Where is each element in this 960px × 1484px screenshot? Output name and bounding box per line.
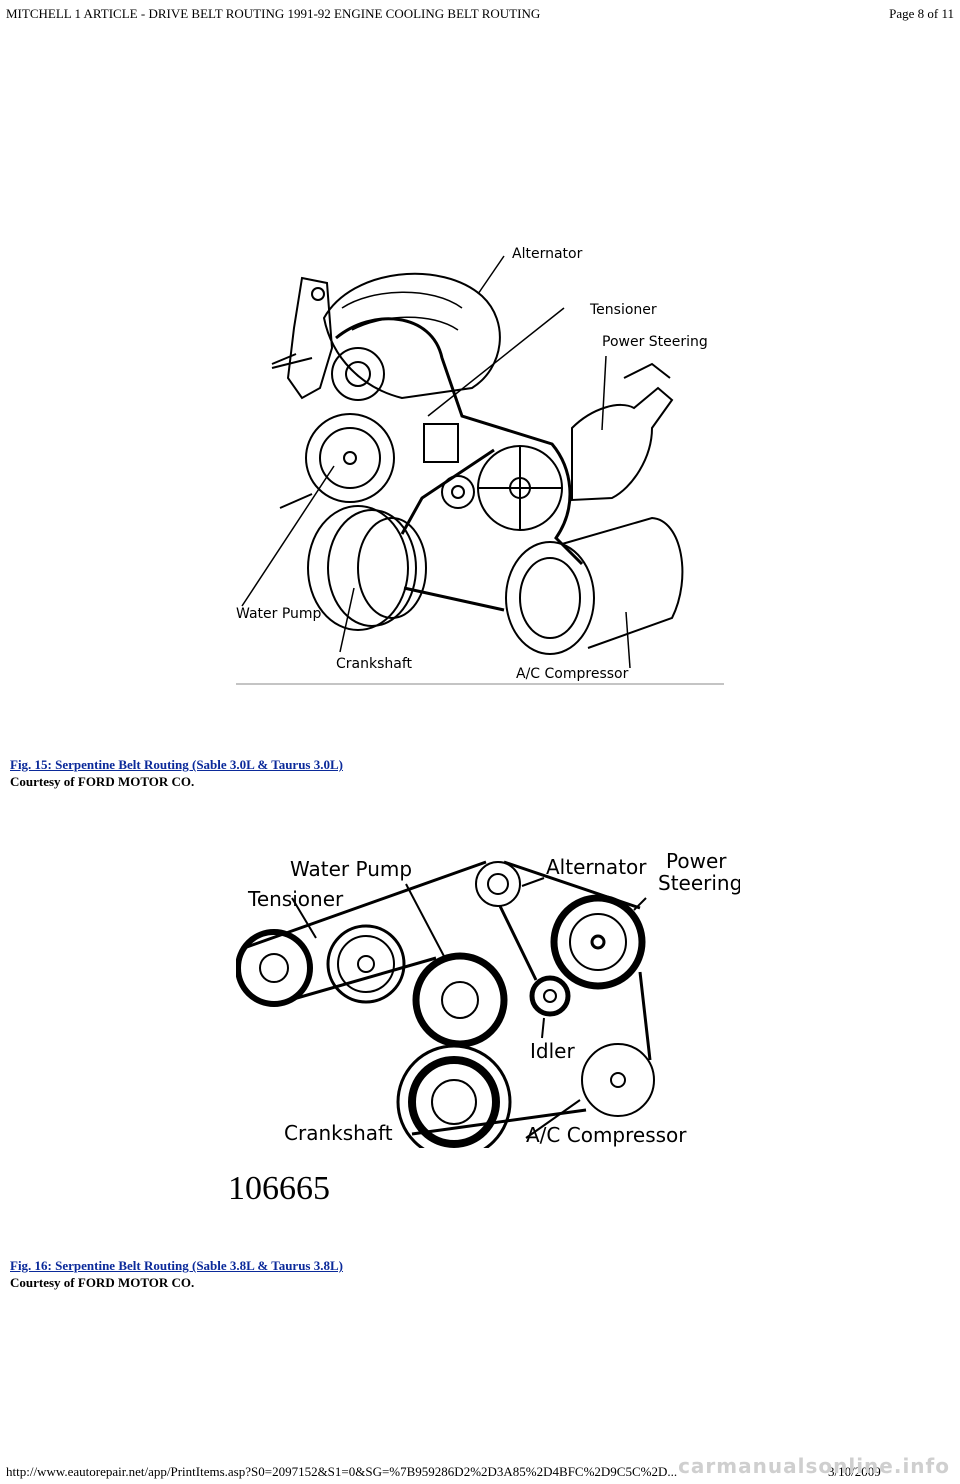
document-title: MITCHELL 1 ARTICLE - DRIVE BELT ROUTING … bbox=[6, 6, 541, 21]
label-tensioner: Tensioner bbox=[589, 302, 657, 318]
label-ac-compressor: A/C Compressor bbox=[516, 666, 629, 682]
figure-15-link[interactable]: Fig. 15: Serpentine Belt Routing (Sable … bbox=[10, 757, 343, 772]
figure-16-caption: Fig. 16: Serpentine Belt Routing (Sable … bbox=[10, 1258, 343, 1291]
label-water-pump: Water Pump bbox=[236, 606, 322, 622]
watermark: carmanualsonline.info bbox=[678, 1454, 950, 1478]
figure-number: 106665 bbox=[228, 1170, 330, 1207]
label-water-pump: Water Pump bbox=[290, 857, 412, 881]
figure-16-link[interactable]: Fig. 16: Serpentine Belt Routing (Sable … bbox=[10, 1258, 343, 1273]
label-crankshaft: Crankshaft bbox=[336, 656, 413, 672]
footer-date: 3/10/2009 bbox=[828, 1464, 881, 1479]
label-alternator: Alternator bbox=[512, 246, 583, 262]
figure-15-courtesy: Courtesy of FORD MOTOR CO. bbox=[10, 774, 195, 789]
label-idler: Idler bbox=[530, 1039, 575, 1063]
label-power: Power bbox=[666, 849, 727, 873]
figure-15-illustration: Alternator Tensioner Power Steering Wate… bbox=[232, 238, 728, 686]
figure-15-caption: Fig. 15: Serpentine Belt Routing (Sable … bbox=[10, 757, 343, 790]
label-steering: Steering bbox=[658, 871, 740, 895]
figure-16-illustration: Water Pump Alternator Power Steering Ten… bbox=[236, 848, 740, 1148]
label-tensioner: Tensioner bbox=[247, 887, 344, 911]
footer-url: http://www.eautorepair.net/app/PrintItem… bbox=[6, 1464, 678, 1479]
page-indicator: Page 8 of 11 bbox=[889, 6, 954, 21]
label-alternator: Alternator bbox=[546, 855, 647, 879]
label-power-steering: Power Steering bbox=[602, 334, 708, 350]
label-crankshaft: Crankshaft bbox=[284, 1121, 393, 1145]
label-ac-compressor: A/C Compressor bbox=[526, 1123, 687, 1147]
figure-16-courtesy: Courtesy of FORD MOTOR CO. bbox=[10, 1275, 195, 1290]
